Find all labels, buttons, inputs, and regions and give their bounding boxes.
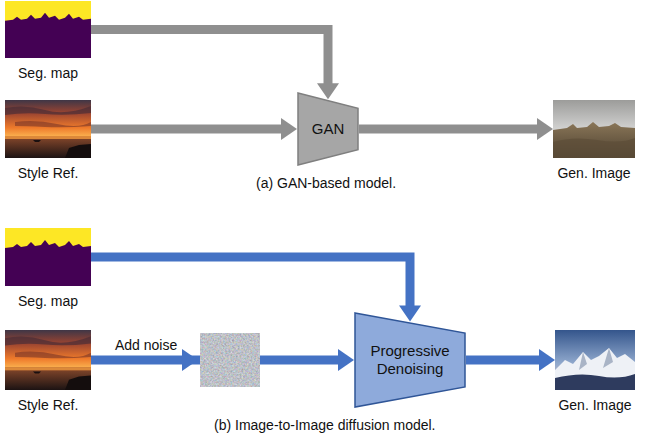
flow-arrow — [91, 30, 339, 100]
noisy-image-base — [200, 333, 260, 387]
denoising-block: Progressive Denoising — [354, 312, 466, 408]
flow-arrow — [91, 118, 297, 140]
arrow-shaft — [466, 356, 541, 365]
noisy-image — [200, 333, 260, 387]
generated-image — [555, 330, 635, 390]
image-label: Gen. Image — [494, 165, 650, 181]
arrow-shaft — [91, 125, 283, 134]
seg-map-panel: Seg. map — [5, 228, 91, 286]
seg-map-panel: Seg. map — [5, 1, 91, 58]
image-label: Seg. map — [0, 65, 148, 81]
flow-arrow — [466, 349, 555, 371]
arrow-shaft — [359, 125, 539, 134]
style-ref-image — [5, 100, 91, 158]
image-label: Style Ref. — [0, 397, 148, 413]
style-ref-panel: Style Ref. — [5, 330, 91, 390]
arrow-head — [539, 349, 555, 371]
generated-image-panel: Gen. Image — [555, 330, 635, 390]
generated-image — [553, 100, 635, 158]
flow-arrow — [91, 257, 421, 322]
flow-arrow — [359, 118, 553, 140]
seg-map-image — [5, 1, 91, 58]
block-label: GAN — [312, 120, 345, 138]
arrow-head — [281, 118, 297, 140]
generated-image-panel: Gen. Image — [553, 100, 635, 158]
style-ref-panel: Style Ref. — [5, 100, 91, 158]
image-label: Style Ref. — [0, 165, 148, 181]
style-ref-image — [5, 330, 91, 390]
block-label: Progressive Denoising — [362, 342, 458, 378]
arrow-head — [317, 83, 339, 99]
arrow-shaft — [91, 257, 410, 308]
trapezoid-outline — [298, 93, 358, 165]
edge-label: Add noise — [113, 337, 179, 353]
arrow-head — [399, 306, 421, 322]
gan-block: GAN — [297, 92, 359, 166]
arrow-head — [537, 118, 553, 140]
block-text-area: GAN — [297, 92, 359, 166]
arrow-head — [338, 349, 354, 371]
arrow-shaft — [91, 30, 328, 86]
image-label: Gen. Image — [495, 397, 650, 413]
image-label: Seg. map — [0, 293, 148, 309]
caption: (a) GAN-based model. — [256, 175, 396, 191]
trapezoid-outline — [355, 313, 465, 407]
arrow-head — [182, 349, 198, 371]
block-text-area: Progressive Denoising — [354, 312, 466, 408]
seg-map-image — [5, 228, 91, 286]
caption: (b) Image-to-Image diffusion model. — [214, 417, 436, 433]
edge-label-box: Add noise — [113, 337, 179, 353]
